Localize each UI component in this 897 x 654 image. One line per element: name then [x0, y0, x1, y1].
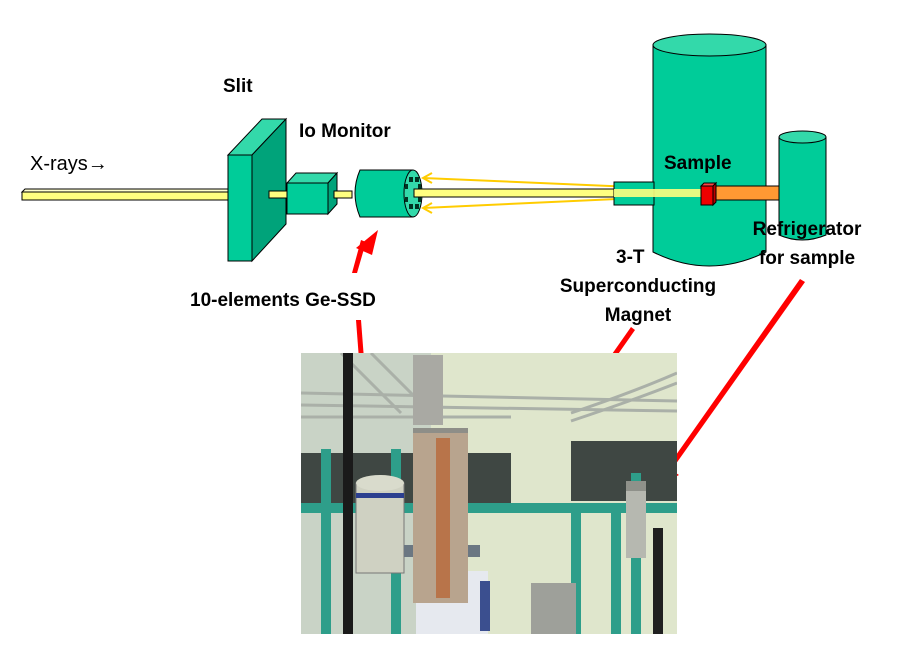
ge-ssd-detector: [354, 169, 423, 218]
magnet-label-line2: Superconducting: [559, 276, 717, 297]
refrigerator-label-line2: for sample: [758, 248, 856, 269]
magnet-label-line1: 3-T: [616, 247, 645, 268]
refrigerator: [778, 130, 827, 241]
sample-label: Sample: [664, 153, 732, 174]
slit-label: Slit: [223, 76, 253, 97]
superconducting-magnet: [613, 33, 767, 267]
refrigerator-label-line1: Refrigerator: [752, 219, 862, 240]
xrays-label: X-rays→: [30, 153, 108, 175]
arrow-detector-schematic: [352, 230, 378, 273]
refrigerator-label: Refrigerator for sample: [737, 215, 877, 273]
xray-beam-segment: [268, 190, 290, 199]
magnet-label: 3-T Superconducting Magnet: [536, 243, 740, 330]
setup-photograph: [301, 353, 677, 634]
photo-content: [301, 353, 677, 634]
sample-rod: [714, 185, 780, 201]
io-monitor-label: Io Monitor: [299, 121, 391, 142]
sample-block: [699, 181, 718, 207]
xray-beam-segment: [333, 190, 353, 199]
magnet-label-line3: Magnet: [604, 305, 672, 326]
detector-label: 10-elements Ge-SSD: [190, 290, 376, 311]
detector-elements: [405, 177, 421, 209]
io-monitor-box: [285, 171, 339, 216]
xray-beam-incoming: [20, 188, 235, 201]
slit-plate: [226, 117, 288, 263]
